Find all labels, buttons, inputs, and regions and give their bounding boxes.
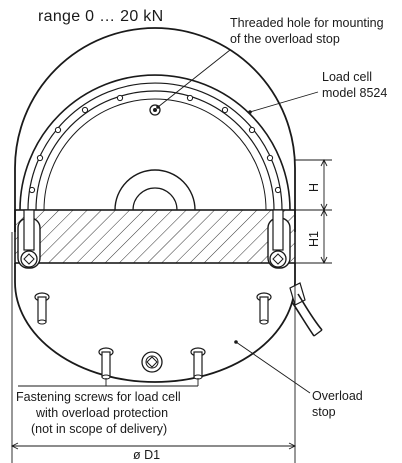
dimension-d1 (10, 232, 297, 463)
overload-stop-shell (14, 263, 296, 383)
center-screw (141, 351, 163, 373)
label-overload-stop-2: stop (312, 405, 336, 419)
right-bracket-screw (267, 209, 291, 269)
label-load-cell-1: Load cell (322, 70, 372, 84)
dimension-d1-label: ø D1 (133, 448, 160, 462)
left-bracket-screw (17, 209, 41, 269)
leader-overload-stop (234, 340, 311, 394)
flange-ring (19, 74, 291, 211)
label-fastening-3: (not in scope of delivery) (31, 422, 167, 436)
fastening-screw-left-outer (34, 292, 50, 325)
cable-outlet (289, 282, 323, 337)
label-load-cell-2: model 8524 (322, 86, 387, 100)
dimension-h-label: H (307, 183, 321, 192)
label-fastening-1: Fastening screws for load cell (16, 390, 181, 404)
threaded-hole (149, 104, 161, 116)
hatched-section (14, 209, 296, 264)
leader-fastening-screws (18, 378, 199, 387)
leader-threaded-hole (156, 49, 231, 109)
range-title: range 0 … 20 kN (38, 8, 163, 25)
label-threaded-hole-2: of the overload stop (230, 32, 340, 46)
load-cell-body (14, 27, 296, 232)
load-button (114, 169, 196, 211)
leader-load-cell (248, 91, 319, 114)
fastening-screw-left-inner (98, 347, 114, 380)
label-threaded-hole-1: Threaded hole for mounting (230, 16, 384, 30)
fastening-screw-right-inner (190, 347, 206, 380)
flange-holes (28, 94, 282, 194)
label-fastening-2: with overload protection (35, 406, 168, 420)
dimension-h1-label: H1 (307, 231, 321, 247)
dimension-h (295, 158, 332, 265)
fastening-screw-right-outer (256, 292, 272, 325)
label-overload-stop-1: Overload (312, 389, 363, 403)
